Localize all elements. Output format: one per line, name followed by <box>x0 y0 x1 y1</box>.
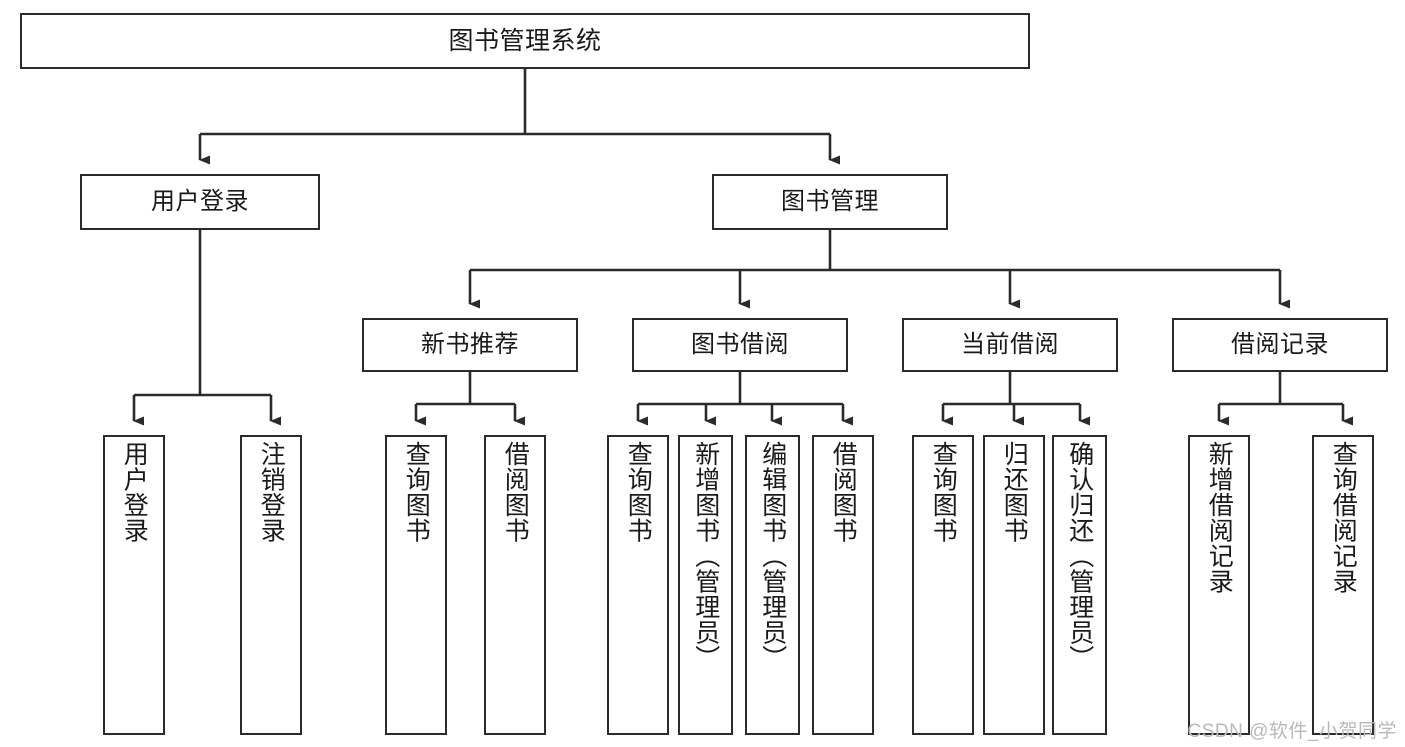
node-label: 图书管理系统 <box>448 27 602 55</box>
node-label: 用户登录 <box>151 187 249 215</box>
node-label: 查询借阅记录 <box>1329 441 1358 594</box>
node-borrow-record[interactable]: 借阅记录 <box>1172 318 1388 372</box>
node-label: 图书借阅 <box>691 330 789 358</box>
node-label: 注销登录 <box>257 441 286 543</box>
node-label: 查询图书 <box>624 441 653 543</box>
node-leaf-borrow-book-2[interactable]: 借阅图书 <box>812 435 874 735</box>
csdn-watermark: CSDN @软件_小贺同学 <box>1187 721 1397 742</box>
node-book-borrow[interactable]: 图书借阅 <box>632 318 848 372</box>
node-label: 借阅图书 <box>501 441 530 543</box>
node-book-manage[interactable]: 图书管理 <box>712 174 948 230</box>
node-label: 新增借阅记录 <box>1205 441 1234 594</box>
node-leaf-add-borrow-record[interactable]: 新增借阅记录 <box>1188 435 1250 735</box>
node-label: 借阅记录 <box>1231 330 1329 358</box>
node-current-borrow[interactable]: 当前借阅 <box>902 318 1118 372</box>
node-root[interactable]: 图书管理系统 <box>20 13 1030 69</box>
node-leaf-borrow-book-1[interactable]: 借阅图书 <box>484 435 546 735</box>
node-label: 新书推荐 <box>421 330 519 358</box>
node-leaf-return-book[interactable]: 归还图书 <box>983 435 1045 735</box>
node-label: 当前借阅 <box>961 330 1059 358</box>
node-leaf-edit-book[interactable]: 编辑图书（管理员） <box>745 435 800 735</box>
node-label: 查询图书 <box>929 441 958 543</box>
node-leaf-query-book-2[interactable]: 查询图书 <box>607 435 669 735</box>
node-label: 借阅图书 <box>829 441 858 543</box>
node-new-book-recommend[interactable]: 新书推荐 <box>362 318 578 372</box>
node-leaf-query-borrow-record[interactable]: 查询借阅记录 <box>1312 435 1374 735</box>
node-label: 确认归还（管理员） <box>1065 441 1094 671</box>
node-label: 图书管理 <box>781 187 879 215</box>
node-leaf-query-book-3[interactable]: 查询图书 <box>912 435 974 735</box>
node-user-login[interactable]: 用户登录 <box>80 174 320 230</box>
node-label: 归还图书 <box>1000 441 1029 543</box>
node-leaf-add-book[interactable]: 新增图书（管理员） <box>678 435 733 735</box>
node-leaf-user-login[interactable]: 用户登录 <box>103 435 165 735</box>
node-label: 编辑图书（管理员） <box>758 441 787 671</box>
node-label: 查询图书 <box>402 441 431 543</box>
node-leaf-query-book-1[interactable]: 查询图书 <box>385 435 447 735</box>
node-label: 新增图书（管理员） <box>691 441 720 671</box>
node-leaf-confirm-return[interactable]: 确认归还（管理员） <box>1052 435 1107 735</box>
node-label: 用户登录 <box>120 441 149 543</box>
node-leaf-logout[interactable]: 注销登录 <box>240 435 302 735</box>
